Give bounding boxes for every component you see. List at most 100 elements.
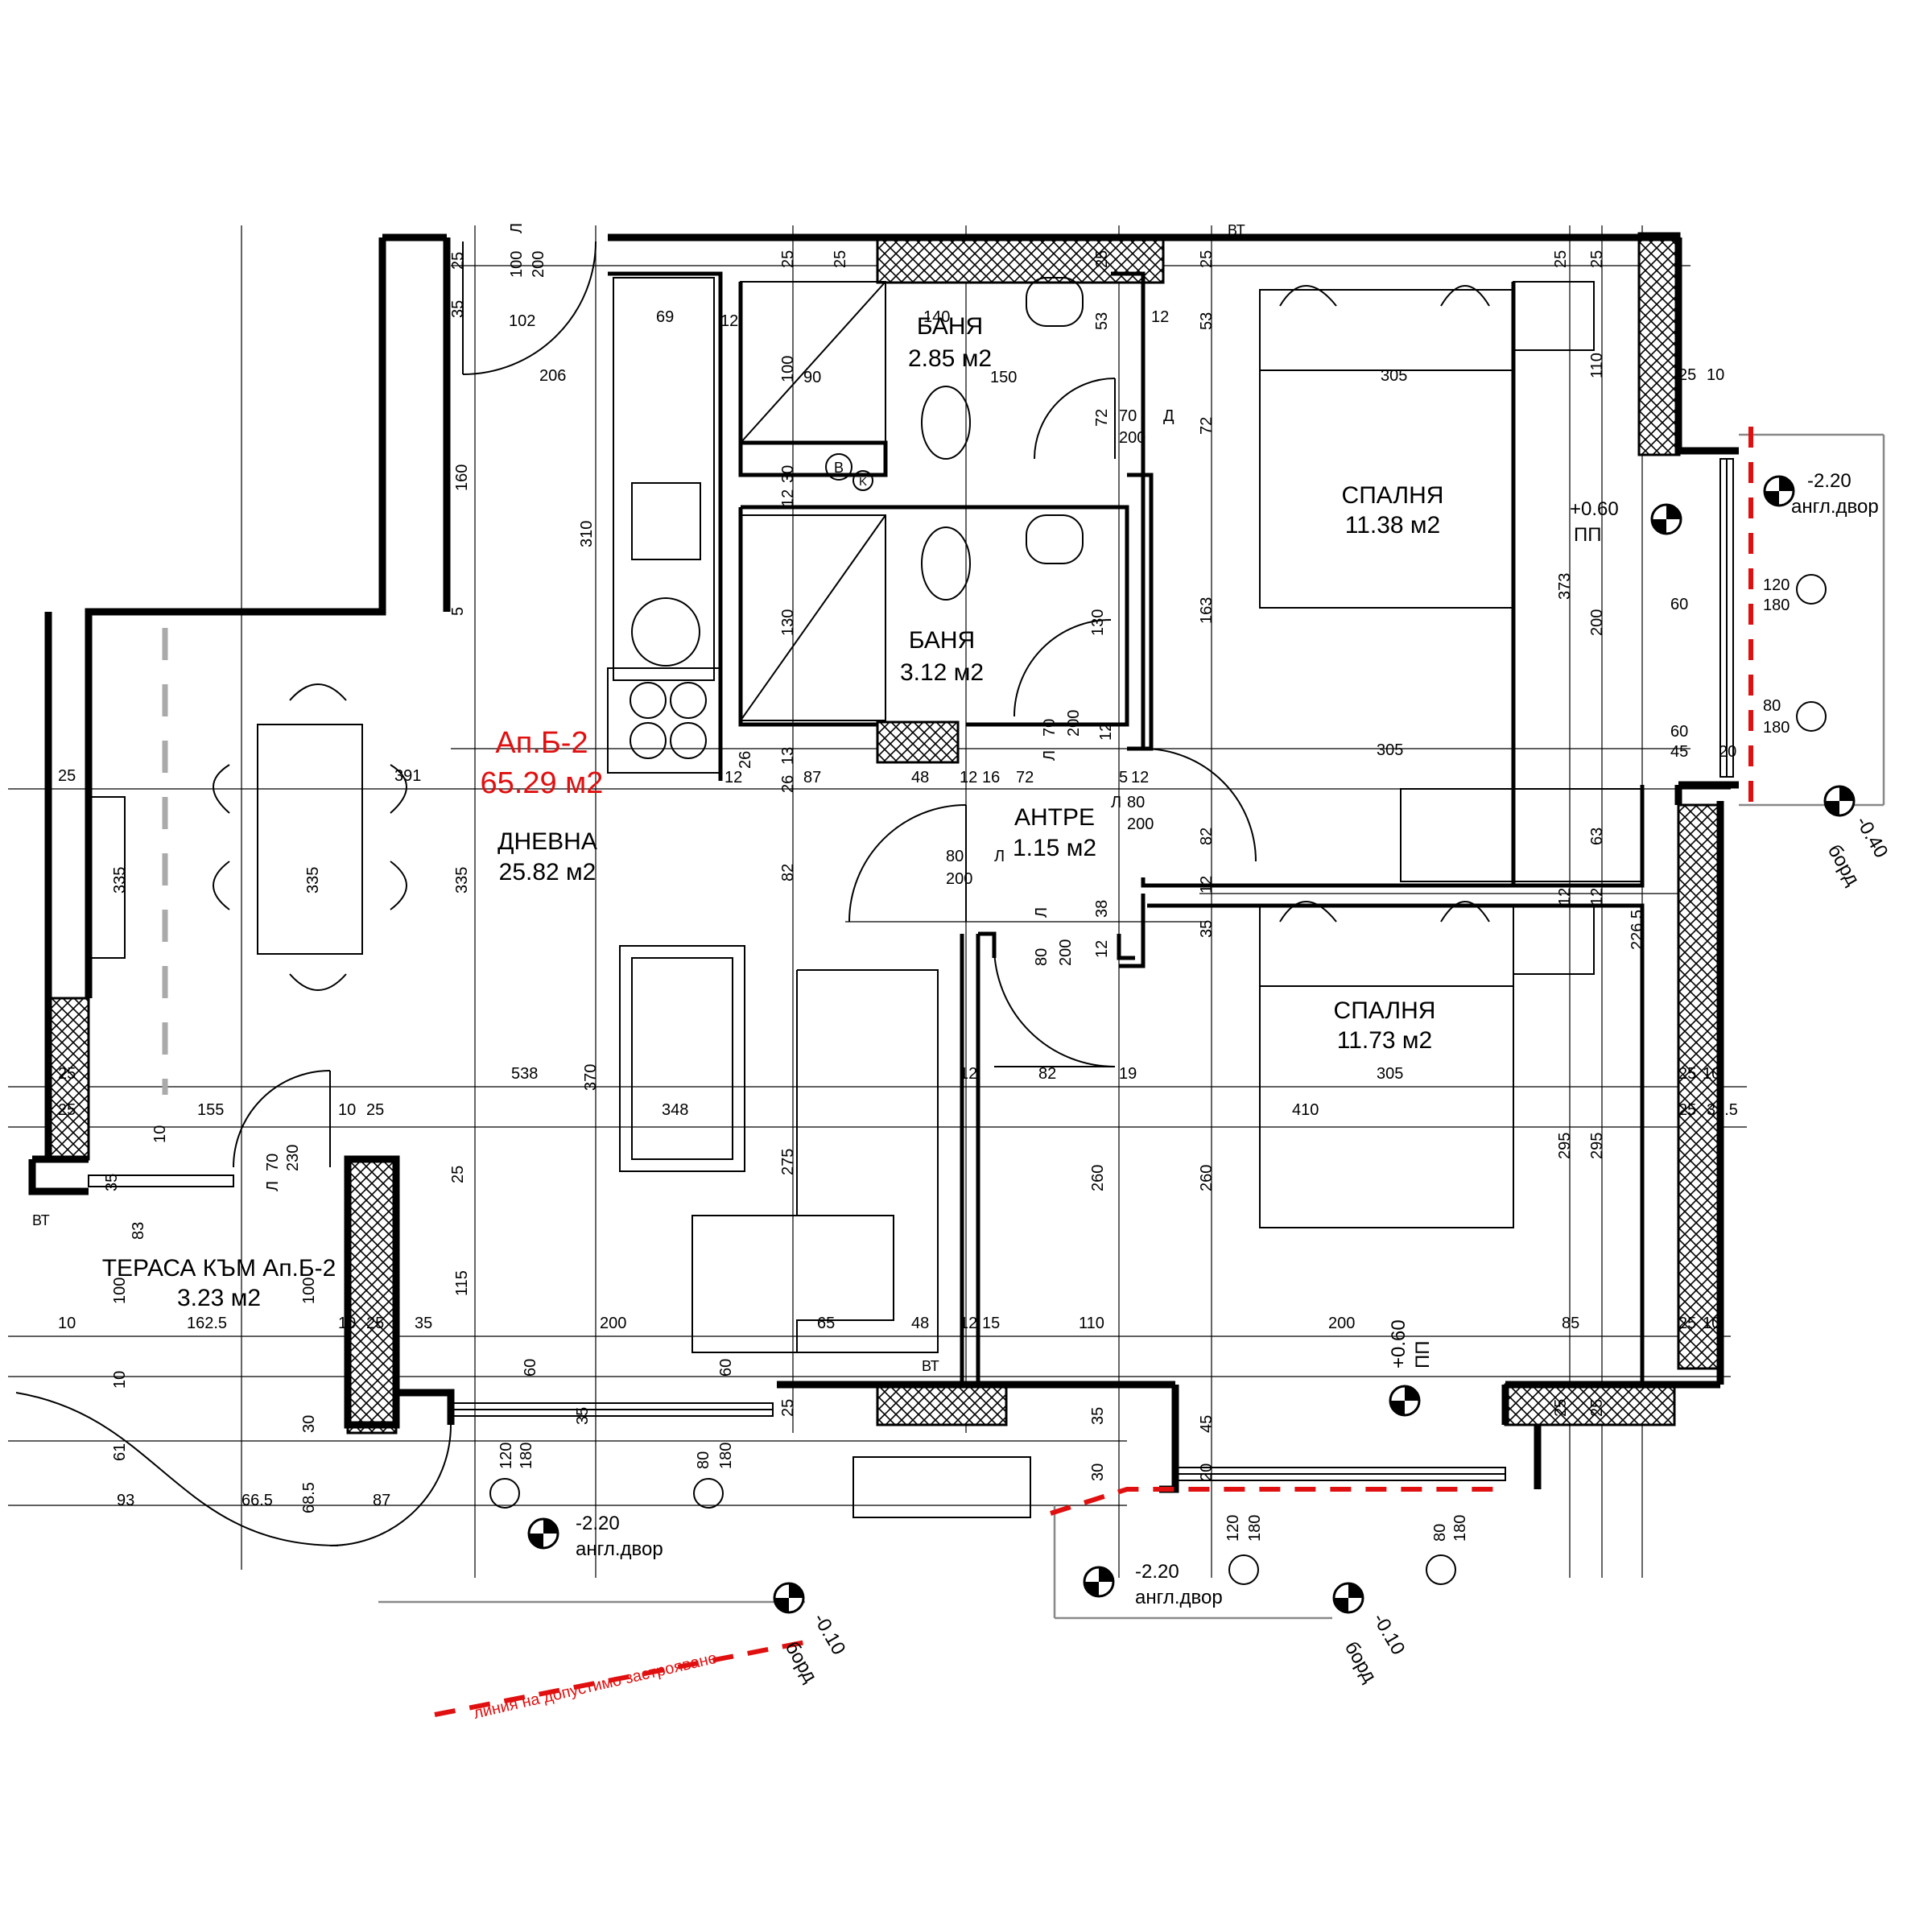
level-curb-right: -0.40 борд	[1823, 785, 1893, 890]
svg-text:25: 25	[1552, 250, 1570, 268]
svg-text:26: 26	[779, 775, 797, 793]
svg-text:-0.10: -0.10	[809, 1610, 850, 1659]
room-bath-mid-name: БАНЯ	[909, 627, 975, 654]
svg-text:305: 305	[1377, 741, 1403, 759]
svg-text:72: 72	[1198, 417, 1216, 435]
window-labels: 120 180 80 180 120 180 80 180 120 180 80…	[489, 574, 1827, 1585]
svg-text:70: 70	[1041, 719, 1059, 737]
svg-text:-0.10: -0.10	[1368, 1610, 1410, 1659]
svg-text:200: 200	[530, 251, 547, 278]
room-bedroom-2-name: СПАЛНЯ	[1334, 997, 1436, 1024]
svg-text:260: 260	[1198, 1165, 1216, 1191]
svg-text:102: 102	[509, 312, 535, 330]
svg-text:150: 150	[990, 369, 1017, 386]
build-line-label: линия на допустимо застрояване	[472, 1649, 719, 1723]
svg-text:305: 305	[1377, 1065, 1403, 1083]
svg-text:538: 538	[511, 1065, 538, 1083]
door-labels: 100 Л 200 70 Д 200 70 Л 200 80 Л 200 80 …	[264, 223, 1174, 1191]
svg-text:72: 72	[1093, 409, 1111, 427]
svg-text:90: 90	[803, 369, 821, 386]
svg-text:10: 10	[111, 1371, 129, 1389]
level-markers: -2.20 англ.двор +0.60 ПП -0.40 борд +0.6…	[527, 470, 1893, 1686]
svg-text:Л: Л	[1033, 907, 1051, 918]
svg-text:12: 12	[1198, 876, 1216, 894]
level-curb-mid: -0.10 борд	[1332, 1582, 1410, 1686]
svg-text:-0.40: -0.40	[1852, 813, 1893, 862]
svg-text:12: 12	[724, 769, 742, 786]
svg-text:410: 410	[1292, 1101, 1319, 1119]
svg-text:120: 120	[497, 1443, 515, 1469]
svg-text:110: 110	[1588, 353, 1606, 378]
svg-text:60: 60	[1670, 596, 1688, 613]
svg-text:35: 35	[1198, 920, 1216, 938]
svg-text:+0.60: +0.60	[1570, 498, 1619, 520]
svg-text:30: 30	[300, 1415, 318, 1433]
svg-text:25: 25	[1588, 250, 1606, 268]
svg-text:83: 83	[130, 1222, 147, 1240]
svg-text:ПП: ПП	[1412, 1341, 1434, 1369]
svg-text:Л: Л	[264, 1181, 282, 1191]
svg-text:206: 206	[539, 367, 566, 385]
boiler-label: B	[834, 460, 844, 476]
svg-text:115: 115	[453, 1270, 471, 1296]
svg-text:335: 335	[453, 867, 471, 894]
svg-text:60: 60	[1670, 723, 1688, 741]
svg-text:310: 310	[578, 521, 596, 547]
svg-text:130: 130	[779, 609, 797, 636]
svg-text:12: 12	[960, 769, 977, 786]
apartment-name: Ап.Б-2	[495, 726, 588, 760]
svg-text:180: 180	[1763, 597, 1790, 614]
level-yard-bottom-left: -2.20 англ.двор	[527, 1513, 663, 1560]
svg-text:5: 5	[1119, 769, 1128, 786]
svg-text:72: 72	[1016, 769, 1034, 786]
fixture-labels: B K ВТ ВТ ВТ	[32, 222, 1245, 1374]
svg-text:12: 12	[1556, 888, 1574, 906]
svg-text:335: 335	[111, 867, 129, 894]
svg-text:61: 61	[111, 1443, 129, 1461]
svg-text:-2.20: -2.20	[1135, 1561, 1179, 1583]
svg-text:260: 260	[1089, 1165, 1107, 1191]
svg-text:200: 200	[946, 870, 972, 888]
svg-text:65: 65	[817, 1315, 835, 1332]
svg-text:200: 200	[1328, 1315, 1355, 1332]
k-label: K	[859, 475, 867, 489]
svg-text:25: 25	[1552, 1399, 1570, 1417]
svg-text:20: 20	[1719, 743, 1736, 761]
svg-text:275: 275	[779, 1149, 797, 1175]
svg-text:борд: борд	[1823, 841, 1864, 890]
svg-text:100: 100	[300, 1278, 318, 1304]
svg-text:200: 200	[1588, 609, 1606, 636]
svg-text:373: 373	[1556, 573, 1574, 600]
vt-label-2: ВТ	[32, 1212, 50, 1228]
svg-text:35: 35	[574, 1407, 592, 1425]
svg-text:25: 25	[58, 1065, 76, 1083]
structural-walls	[47, 232, 1722, 1435]
svg-text:10: 10	[151, 1125, 169, 1143]
svg-text:10: 10	[338, 1315, 356, 1332]
svg-text:200: 200	[1119, 429, 1146, 447]
level-floor-bottom: +0.60 ПП	[1388, 1319, 1434, 1417]
svg-text:100: 100	[508, 251, 526, 278]
svg-text:162.5: 162.5	[187, 1315, 227, 1332]
svg-text:295: 295	[1588, 1133, 1606, 1159]
svg-text:66.5: 66.5	[242, 1492, 273, 1509]
svg-text:12: 12	[960, 1315, 977, 1332]
svg-text:Л: Л	[994, 848, 1005, 865]
svg-text:305: 305	[1381, 367, 1407, 385]
svg-text:45: 45	[1198, 1415, 1216, 1433]
level-yard-bottom-mid: -2.20 англ.двор	[1083, 1561, 1223, 1608]
svg-text:25: 25	[779, 1399, 797, 1417]
svg-text:200: 200	[600, 1315, 626, 1332]
furniture	[88, 277, 1643, 1518]
svg-text:53: 53	[1093, 312, 1111, 330]
svg-text:63: 63	[1588, 828, 1606, 845]
svg-text:335: 335	[304, 867, 322, 894]
svg-text:25: 25	[1093, 250, 1111, 268]
svg-text:25: 25	[1588, 1399, 1606, 1417]
level-curb-left: -0.10 борд	[773, 1582, 850, 1686]
room-living-area: 25.82 м2	[499, 859, 597, 886]
svg-text:120: 120	[1763, 576, 1790, 594]
svg-text:80: 80	[695, 1451, 712, 1469]
svg-text:226.5: 226.5	[1629, 910, 1646, 950]
